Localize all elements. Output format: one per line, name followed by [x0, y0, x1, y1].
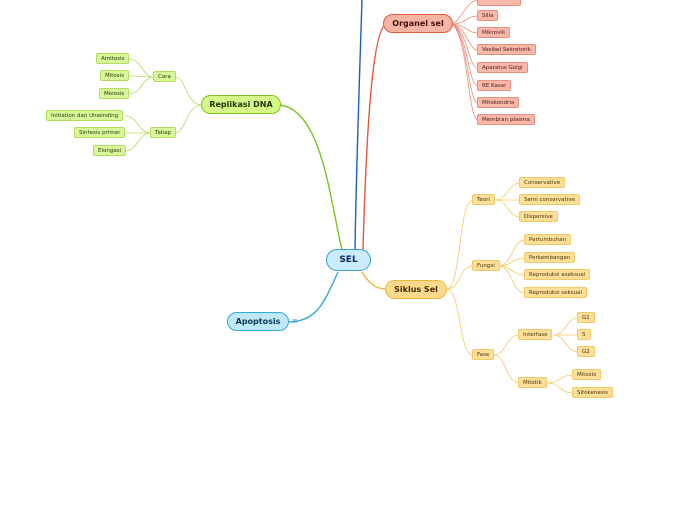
- leaf-label: Conservative: [524, 179, 561, 186]
- branch-label: Siklus Sel: [394, 285, 438, 294]
- fase-interfase-node[interactable]: Interfase: [518, 329, 553, 340]
- leaf-label: Sitokenesis: [577, 389, 609, 396]
- root-label: SEL: [339, 255, 358, 265]
- node-label: Tahap: [155, 129, 172, 136]
- leaf-label: Meiosis: [104, 90, 125, 97]
- fungsi-leaf-perkembangan[interactable]: Perkembangan: [524, 252, 576, 263]
- organel-leaf-mikrovili[interactable]: Mikrovili: [477, 27, 510, 38]
- organel-leaf-aparatus-golgi[interactable]: Aparatus Golgi: [477, 62, 528, 73]
- cara-leaf-meiosis[interactable]: Meiosis: [99, 88, 130, 99]
- root-node-sel[interactable]: SEL: [326, 249, 371, 271]
- teori-leaf-semi-conservative[interactable]: Semi conservative: [519, 194, 580, 205]
- leaf-label: Vesikel Sekretorik: [482, 46, 531, 53]
- leaf-label: G2: [582, 348, 590, 355]
- leaf-label: Dispersive: [524, 213, 553, 220]
- branch-label: Replikasi DNA: [209, 100, 273, 109]
- leaf-label: Sintesis primer: [79, 129, 121, 136]
- organel-leaf-mitokondria[interactable]: Mitokondria: [477, 97, 520, 108]
- interfase-leaf-g2[interactable]: G2: [577, 346, 595, 357]
- interfase-leaf-g1[interactable]: G1: [577, 312, 595, 323]
- siklus-fungsi-node[interactable]: Fungsi: [472, 260, 500, 271]
- leaf-label: Mitokondria: [482, 99, 515, 106]
- leaf-label: Perkembangan: [529, 254, 571, 261]
- cara-leaf-mitosis[interactable]: Mitosis: [100, 70, 130, 81]
- replikasi-cara-node[interactable]: Cara: [153, 71, 176, 82]
- notes-icon[interactable]: ≡: [292, 317, 298, 325]
- leaf-label: Aparatus Golgi: [482, 64, 523, 71]
- organel-leaf-partial[interactable]: [477, 0, 521, 6]
- node-label: Interfase: [523, 331, 548, 338]
- leaf-label: G1: [582, 314, 590, 321]
- fungsi-leaf-reproduksi-aseksual[interactable]: Reproduksi aseksual: [524, 269, 591, 280]
- fase-mitotik-node[interactable]: Mitotik: [518, 377, 547, 388]
- leaf-label: Mitosis: [105, 72, 125, 79]
- node-label: Cara: [158, 73, 171, 80]
- leaf-label: Mikrovili: [482, 29, 505, 36]
- leaf-label: Silia: [482, 12, 494, 19]
- organel-leaf-membran-plasma[interactable]: Membran plasma: [477, 114, 535, 125]
- tahap-leaf-elongasi[interactable]: Elongasi: [93, 145, 127, 156]
- mitotik-leaf-sitokenesis[interactable]: Sitokenesis: [572, 387, 614, 398]
- node-label: Fase: [477, 351, 490, 358]
- fungsi-leaf-pertumbuhan[interactable]: Pertumbuhan: [524, 234, 572, 245]
- node-label: Mitotik: [523, 379, 542, 386]
- branch-label: Apoptosis: [235, 317, 281, 326]
- tahap-leaf-sintesis-primer[interactable]: Sintesis primer: [74, 127, 126, 138]
- node-label: Teori: [477, 196, 490, 203]
- node-label: Fungsi: [477, 262, 495, 269]
- siklus-teori-node[interactable]: Teori: [472, 194, 495, 205]
- branch-organel-sel[interactable]: Organel sel: [383, 14, 453, 33]
- leaf-label: S: [582, 331, 586, 338]
- teori-leaf-dispersive[interactable]: Dispersive: [519, 211, 558, 222]
- leaf-label: Mitosis: [577, 371, 597, 378]
- leaf-label: Membran plasma: [482, 116, 530, 123]
- leaf-label: Initiation dan Unwinding: [51, 112, 119, 119]
- branch-replikasi-dna[interactable]: Replikasi DNA: [201, 95, 281, 114]
- leaf-label: Pertumbuhan: [529, 236, 567, 243]
- branch-siklus-sel[interactable]: Siklus Sel: [385, 280, 447, 299]
- organel-leaf-silia[interactable]: Silia: [477, 10, 499, 21]
- leaf-label: Reproduksi seksual: [529, 289, 582, 296]
- mitotik-leaf-mitosis[interactable]: Mitosis: [572, 369, 602, 380]
- fungsi-leaf-reproduksi-seksual[interactable]: Reproduksi seksual: [524, 287, 587, 298]
- teori-leaf-conservative[interactable]: Conservative: [519, 177, 566, 188]
- branch-apoptosis[interactable]: Apoptosis: [227, 312, 289, 331]
- leaf-label: Amitosis: [101, 55, 125, 62]
- leaf-label: Reproduksi aseksual: [529, 271, 586, 278]
- replikasi-tahap-node[interactable]: Tahap: [150, 127, 177, 138]
- leaf-label: Elongasi: [98, 147, 122, 154]
- tahap-leaf-initiation[interactable]: Initiation dan Unwinding: [46, 110, 124, 121]
- branch-label: Organel sel: [392, 19, 444, 28]
- interfase-leaf-s[interactable]: S: [577, 329, 591, 340]
- leaf-label: Semi conservative: [524, 196, 575, 203]
- cara-leaf-amitosis[interactable]: Amitosis: [96, 53, 130, 64]
- organel-leaf-vesikel-sekretorik[interactable]: Vesikel Sekretorik: [477, 44, 536, 55]
- organel-leaf-re-kasar[interactable]: RE Kasar: [477, 80, 512, 91]
- leaf-label: RE Kasar: [482, 82, 507, 89]
- siklus-fase-node[interactable]: Fase: [472, 349, 495, 360]
